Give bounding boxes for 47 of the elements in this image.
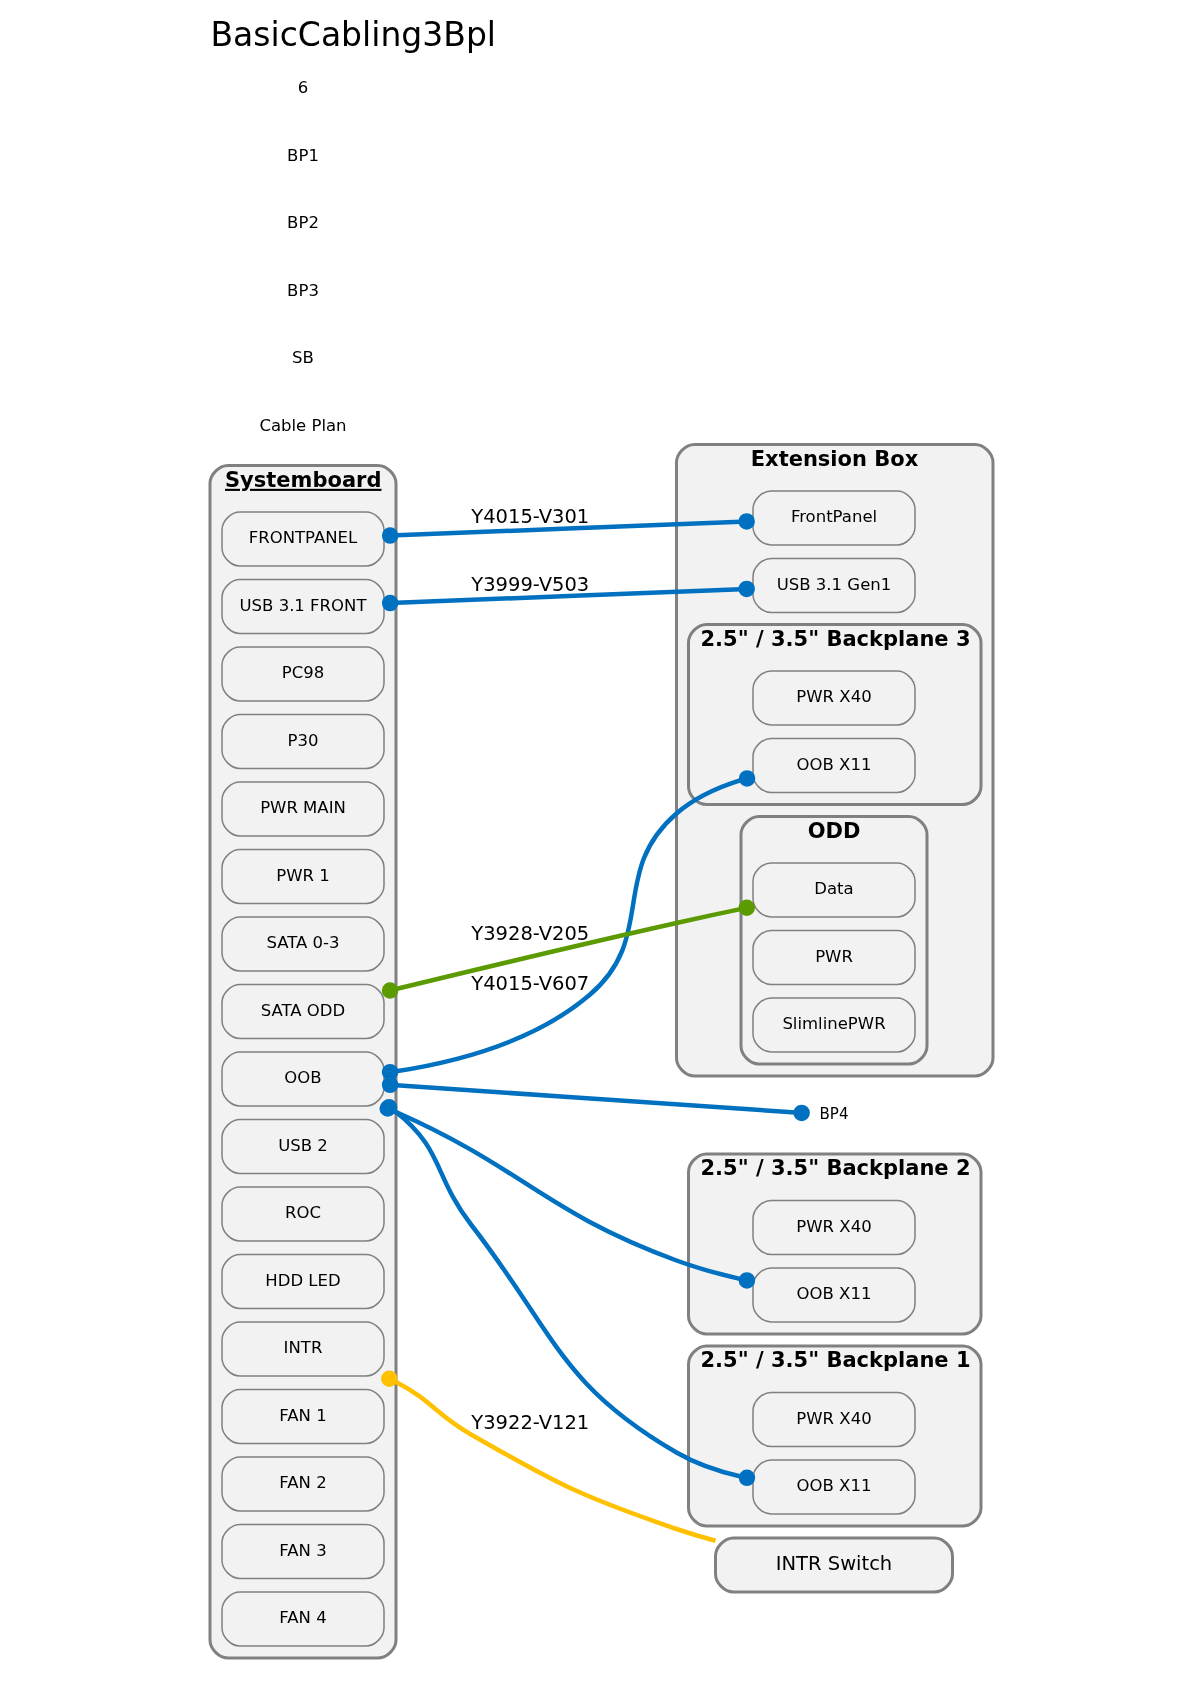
node-box: FRONTPANEL [221,511,385,567]
connector [381,899,756,999]
label: BP3 [287,280,319,300]
node-box: SlimlinePWR [752,997,916,1053]
node-box: SATA 0-3 [221,916,385,972]
node-box: Data [752,862,916,918]
label: SB [292,348,314,368]
connector [381,513,755,544]
node-box: PWR X40 [752,1391,916,1448]
node-box: USB 3.1 Gen1 [752,557,916,614]
edge-label: Y3922-V121 [471,1411,590,1435]
node-box: USB 2 [221,1118,385,1175]
node-box: FrontPanel [752,490,916,546]
node-box: PWR MAIN [221,781,385,837]
label: BP1 [287,145,319,165]
node-box: PWR X40 [752,670,916,726]
edge-label: Y4015-V607 [471,971,590,995]
node-box: PC98 [221,646,385,702]
edge-label: Y3928-V205 [471,922,590,946]
node-box: OOB [221,1051,385,1107]
node-box: USB 3.1 FRONT [221,578,385,635]
node-box: OOB X11 [752,737,916,794]
connector [381,770,756,1081]
node-box: FAN 3 [221,1523,385,1580]
node-box: OOB X11 [752,1267,916,1323]
node-box: HDD LED [221,1253,385,1310]
edge-label: Y3999-V503 [471,572,590,596]
connector [381,1370,717,1543]
label: 6 [297,78,309,98]
node-box: PWR 1 [221,848,385,905]
node-box: PWR [752,929,916,986]
node-box: PWR X40 [752,1199,916,1256]
node-box: INTR Switch [714,1536,954,1594]
node-box: OOB X11 [752,1459,916,1515]
label: BP2 [287,213,319,233]
node-box: INTR [221,1321,385,1377]
diagram-title: BasicCabling3Bpl [210,15,497,55]
connector [381,580,755,612]
node-box: FAN 2 [221,1456,385,1512]
node-box: FAN 1 [221,1388,385,1445]
edge-label: Y4015-V301 [471,505,590,529]
label: Cable Plan [259,415,347,435]
node-text: BP4 [819,1104,849,1123]
node-box: SATA ODD [221,983,385,1040]
node-box: P30 [221,713,385,770]
node-box: ROC [221,1186,385,1242]
node-box: FAN 4 [221,1591,385,1647]
